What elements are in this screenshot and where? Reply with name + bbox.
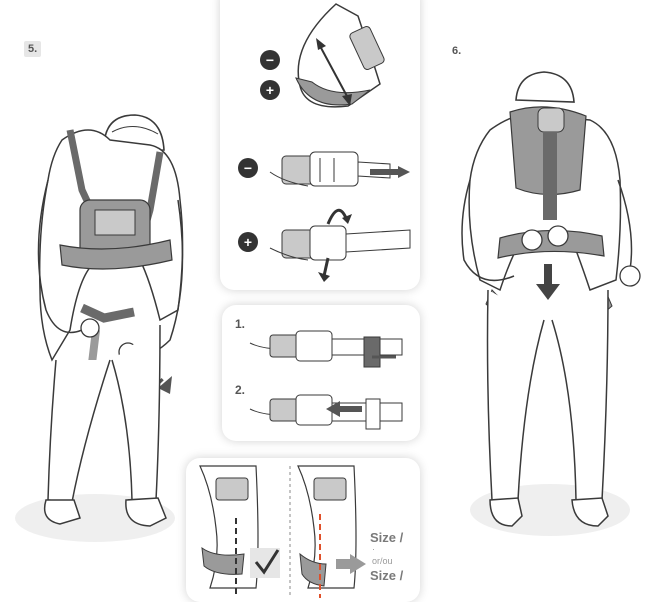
minus-icon: − <box>265 52 275 68</box>
adjustment-panel: − + − + <box>220 0 420 290</box>
strap-tuck-panel: 1. 2. <box>222 305 420 441</box>
person-step-6-illustration <box>461 71 641 536</box>
size-label-1: Size / <box>370 530 404 545</box>
plus-icon: + <box>243 234 253 250</box>
size-check-illustration <box>199 465 366 598</box>
step-6-label: 6. <box>452 45 462 57</box>
step-5-label: 5. <box>24 41 42 57</box>
shoulder-adjust-illustration <box>238 3 411 282</box>
strap-tuck-illustration <box>249 330 403 430</box>
size-dot: · <box>372 544 375 554</box>
plus-icon: + <box>265 82 275 98</box>
sequence-2-label: 2. <box>235 383 246 397</box>
sequence-1-label: 1. <box>235 317 246 331</box>
instruction-sheet: 5. 6. <box>15 0 641 598</box>
size-or-label: or/ou <box>372 556 393 566</box>
minus-icon: − <box>243 160 253 176</box>
size-label-2: Size / <box>370 568 404 583</box>
person-step-5-illustration <box>15 114 184 542</box>
size-check-panel: Size / · or/ou Size / <box>186 458 420 602</box>
